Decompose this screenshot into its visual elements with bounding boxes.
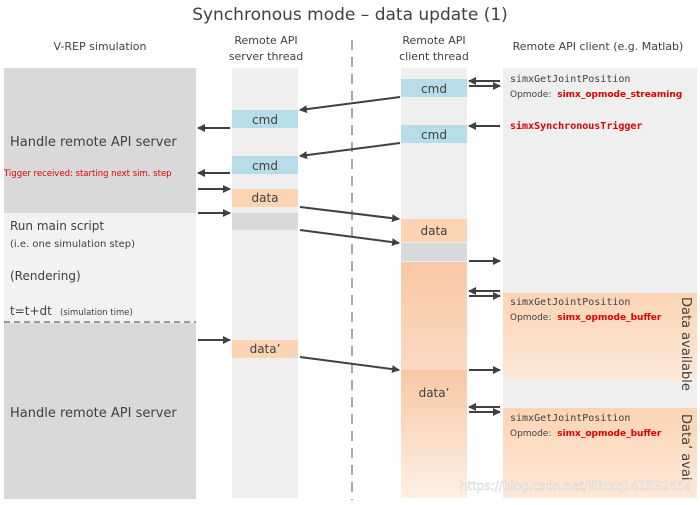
server-gray-box xyxy=(232,213,298,230)
arrow-data-prime-to-client xyxy=(299,356,400,374)
header-server-thread-line1: Remote API xyxy=(234,34,297,47)
call-2-func: simxGetJointPosition xyxy=(510,297,630,308)
data-prime-available-label: Data’ avai xyxy=(678,414,693,481)
server-data-label: data xyxy=(251,191,278,205)
data-available-area xyxy=(503,293,697,380)
sim-run-main-script: Run main script xyxy=(10,219,104,233)
server-data-prime-label: data’ xyxy=(250,342,281,356)
client-cmd-box-2 xyxy=(401,125,467,143)
server-cmd-box-1 xyxy=(232,110,298,128)
header-server-thread-line2: server thread xyxy=(229,50,303,63)
call-3-func: simxGetJointPosition xyxy=(510,413,630,424)
data-available-label: Data available xyxy=(678,297,693,391)
client-gray-box xyxy=(401,243,467,261)
call-2-mode: Opmode: simx_opmode_buffer xyxy=(510,313,662,323)
call-1-func: simxGetJointPosition xyxy=(510,74,630,85)
server-cmd-box-2 xyxy=(232,156,298,174)
client-data-label: data xyxy=(420,224,447,238)
sim-trigger-received: Tigger received: starting next sim. step xyxy=(3,169,172,179)
server-cmd-label-1: cmd xyxy=(252,113,278,127)
sim-rendering: (Rendering) xyxy=(10,269,81,283)
arrow-cmd-1 xyxy=(299,96,401,114)
watermark: https://blog.csdn.net/lilixxq141592654 xyxy=(460,479,692,493)
client-data-box xyxy=(401,219,467,242)
sim-time-update: t=t+dt (simulation time) xyxy=(10,300,133,319)
arrow-gray-to-client xyxy=(299,229,400,247)
sim-handle-block-2 xyxy=(4,323,196,499)
sim-one-step: (i.e. one simulation step) xyxy=(10,239,135,250)
client-cmd-label-1: cmd xyxy=(421,82,447,96)
sim-handle-server-1: Handle remote API server xyxy=(10,135,177,150)
sim-handle-server-2: Handle remote API server xyxy=(10,406,177,421)
server-thread-lane xyxy=(232,68,298,498)
header-vrep: V-REP simulation xyxy=(54,40,147,53)
server-data-box xyxy=(232,189,298,207)
sim-handle-block-1 xyxy=(4,68,196,213)
client-data-prime-label: data’ xyxy=(419,386,450,400)
server-cmd-label-2: cmd xyxy=(252,159,278,173)
sim-run-block xyxy=(4,213,196,323)
header-client: Remote API client (e.g. Matlab) xyxy=(513,40,684,53)
call-1-mode: Opmode: simx_opmode_streaming xyxy=(510,90,682,100)
arrow-data-to-client xyxy=(299,206,400,223)
page-title: Synchronous mode – data update (1) xyxy=(192,5,508,25)
server-data-prime-box xyxy=(232,340,298,358)
data-prime-available-area xyxy=(503,408,697,498)
call-3-mode: Opmode: simx_opmode_buffer xyxy=(510,429,662,439)
client-cmd-label-2: cmd xyxy=(421,128,447,142)
arrows xyxy=(197,77,501,416)
header-client-thread-line2: client thread xyxy=(399,50,469,63)
client-peach-area-2 xyxy=(401,370,467,498)
header-client-thread-line1: Remote API xyxy=(402,34,465,47)
arrow-cmd-2 xyxy=(299,142,401,160)
trigger-func: simxSynchronousTrigger xyxy=(510,120,642,132)
client-cmd-box-1 xyxy=(401,79,467,97)
